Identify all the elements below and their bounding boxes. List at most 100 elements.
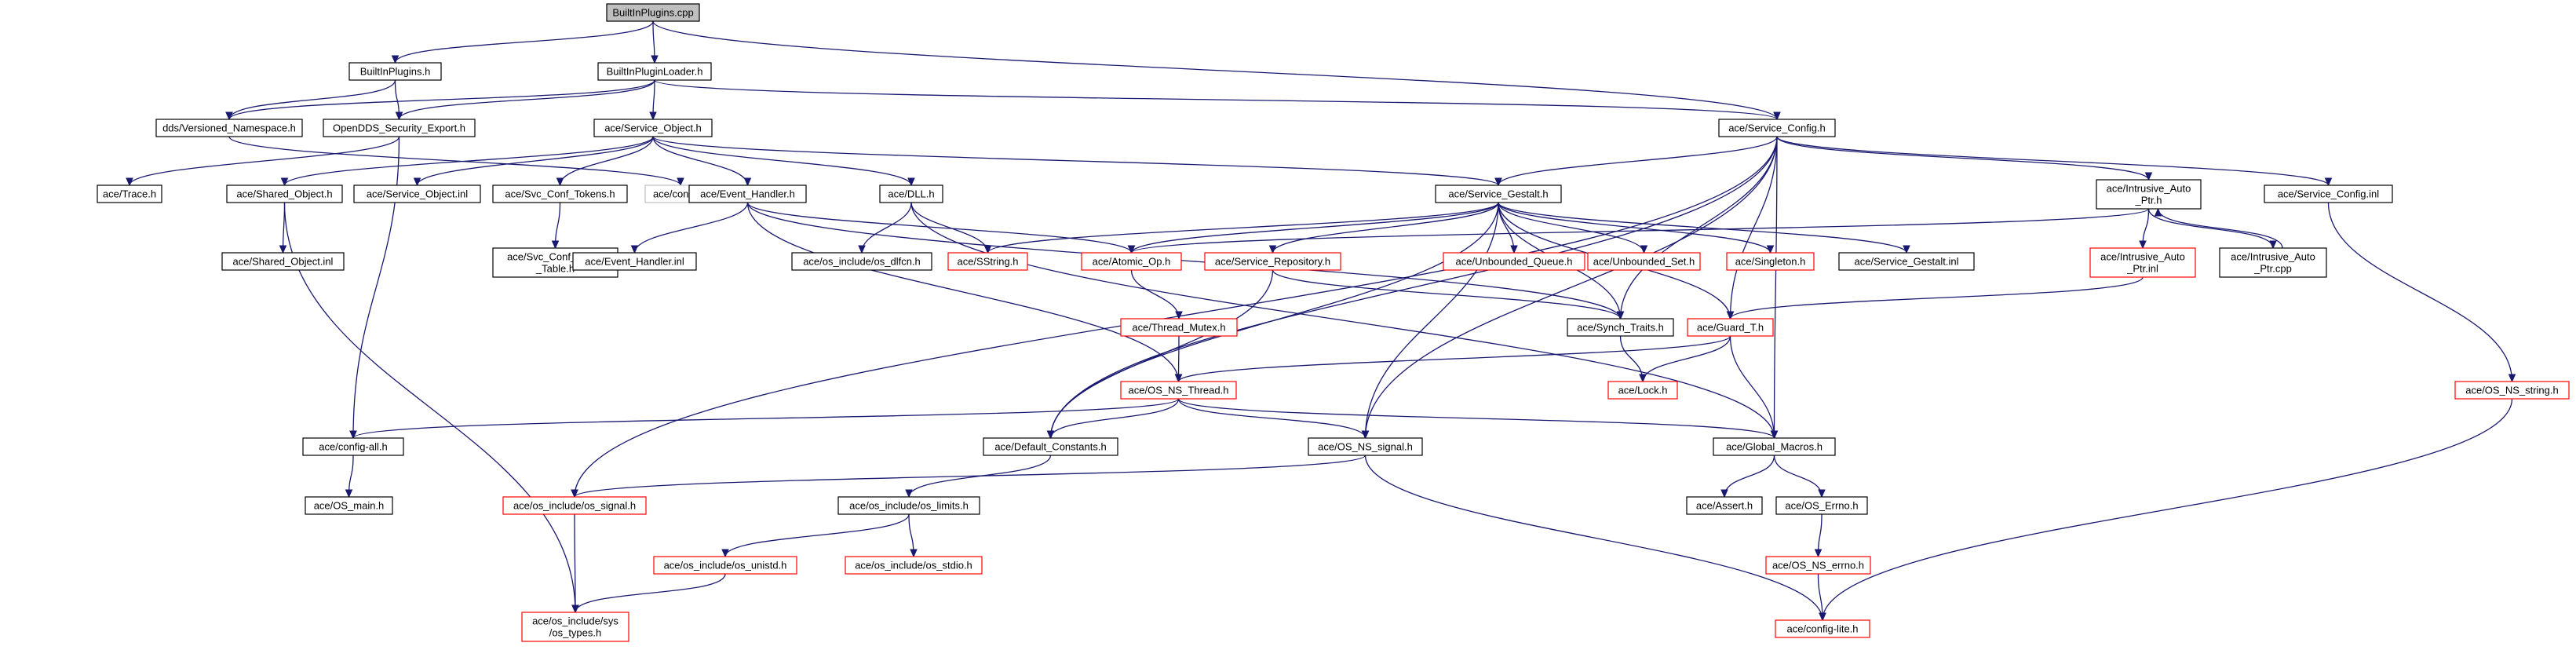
node-os-signal-h[interactable]: ace/os_include/os_signal.h [502, 496, 647, 515]
node-os-stdio-h[interactable]: ace/os_include/os_stdio.h [845, 556, 983, 575]
node-os-unistd-h[interactable]: ace/os_include/os_unistd.h [653, 556, 797, 575]
node-service-config-inl[interactable]: ace/Service_Config.inl [2264, 184, 2393, 203]
node-box [97, 184, 162, 203]
node-root: BuiltInPlugins.cpp [606, 3, 700, 22]
node-os-ns-string-h[interactable]: ace/OS_NS_string.h [2454, 381, 2570, 400]
node-guard-t-h[interactable]: ace/Guard_T.h [1687, 318, 1774, 337]
arrowhead [1268, 245, 1277, 254]
edge-service_config_h-to-os_ns_signal_h [1364, 136, 1778, 439]
edge-service_object_h-to-dll_h [652, 136, 912, 186]
edge-service_config_h-to-os_signal_h [574, 136, 1778, 498]
node-os-ns-errno-h[interactable]: ace/OS_NS_errno.h [1765, 556, 1871, 575]
node-unbounded-set-h[interactable]: ace/Unbounded_Set.h [1587, 252, 1701, 271]
node-os-errno-h[interactable]: ace/OS_Errno.h [1775, 496, 1868, 515]
node-service-object-inl[interactable]: ace/Service_Object.inl [353, 184, 481, 203]
arrowhead [1127, 245, 1136, 254]
node-builtinpluginloader-h[interactable]: BuiltInPluginLoader.h [597, 62, 712, 81]
node-builtinplugins-h[interactable]: BuiltInPlugins.h [348, 62, 442, 81]
node-box [1765, 556, 1871, 575]
node-box [597, 62, 712, 81]
node-intrusive-auto-ptr-h[interactable]: ace/Intrusive_Auto_Ptr.h [2096, 179, 2202, 210]
node-label: ace/Guard_T.h [1697, 322, 1764, 334]
node-os-ns-signal-h[interactable]: ace/OS_NS_signal.h [1308, 437, 1423, 456]
node-label-line: ace/Trace.h [103, 188, 156, 200]
node-lock-h[interactable]: ace/Lock.h [1607, 381, 1678, 400]
node-service-repository-h[interactable]: ace/Service_Repository.h [1204, 252, 1341, 271]
node-svc-conf-tokens-h[interactable]: ace/Svc_Conf_Tokens.h [492, 184, 628, 203]
node-trace-h[interactable]: ace/Trace.h [97, 184, 162, 203]
node-config-all-h[interactable]: ace/config-all.h [302, 437, 404, 456]
node-intrusive-auto-ptr-cpp[interactable]: ace/Intrusive_Auto_Ptr.cpp [2219, 247, 2327, 278]
node-label-line: ace/OS_NS_errno.h [1772, 560, 1864, 571]
edge-service_gestalt_h-to-os_ns_signal_h [1364, 202, 1499, 439]
node-opendds-security-export[interactable]: OpenDDS_Security_Export.h [323, 119, 476, 137]
node-label-line: ace/Assert.h [1696, 500, 1753, 512]
node-box [1775, 496, 1868, 515]
arrowhead [551, 240, 560, 250]
arrowhead [1640, 245, 1648, 254]
node-box [593, 119, 713, 137]
node-shared-object-inl[interactable]: ace/Shared_Object.inl [221, 252, 345, 271]
edge-service_object_h-to-svc_conf_tokens_h [559, 136, 654, 186]
node-box [1687, 318, 1774, 337]
node-thread-mutex-h[interactable]: ace/Thread_Mutex.h [1120, 318, 1238, 337]
edge-global_macros_h-to-os_errno_h [1773, 455, 1823, 498]
node-box [492, 184, 628, 203]
node-label: ace/Shared_Object.inl [233, 256, 334, 268]
node-event-handler-inl[interactable]: ace/Event_Handler.inl [572, 252, 697, 271]
node-unbounded-queue-h[interactable]: ace/Unbounded_Queue.h [1443, 252, 1585, 271]
node-versioned-ns[interactable]: dds/Versioned_Namespace.h [155, 119, 303, 137]
node-label: ace/Service_Gestalt.inl [1855, 256, 1959, 268]
node-label-line: /os_types.h [549, 627, 602, 639]
node-config-lite-h[interactable]: ace/config-lite.h [1775, 619, 1870, 638]
edge-service_gestalt_h-to-sstring_h [987, 202, 1499, 254]
arrowhead [349, 430, 357, 440]
node-shared-object-h[interactable]: ace/Shared_Object.h [226, 184, 343, 203]
node-label: ace/Service_Gestalt.h [1448, 188, 1548, 200]
edge-service_config_inl-to-os_ns_string_h [2327, 202, 2513, 382]
node-label: ace/os_include/os_signal.h [513, 500, 636, 512]
node-synch-traits-h[interactable]: ace/Synch_Traits.h [1567, 318, 1674, 337]
node-service-gestalt-inl[interactable]: ace/Service_Gestalt.inl [1838, 252, 1975, 271]
edge-service_gestalt_h-to-unbounded_set_h [1498, 202, 1645, 254]
edge-shared_object_h-to-os_types_h [283, 202, 576, 613]
node-service-config-h[interactable]: ace/Service_Config.h [1718, 119, 1836, 137]
node-assert-h[interactable]: ace/Assert.h [1686, 496, 1763, 515]
node-intrusive-auto-ptr-inl[interactable]: ace/Intrusive_Auto_Ptr.inl [2089, 247, 2196, 278]
node-label: ace/Intrusive_Auto_Ptr.inl [2100, 251, 2185, 275]
edge-event_handler_h-to-os_ns_thread_h [746, 202, 1180, 382]
node-label-line: ace/Service_Repository.h [1215, 256, 1330, 268]
node-box [2219, 247, 2327, 278]
node-dll-h[interactable]: ace/DLL.h [879, 184, 943, 203]
node-global-macros-h[interactable]: ace/Global_Macros.h [1713, 437, 1836, 456]
node-service-object-h[interactable]: ace/Service_Object.h [593, 119, 713, 137]
node-label-line: ace/os_include/os_signal.h [513, 500, 636, 512]
node-default-constants-h[interactable]: ace/Default_Constants.h [983, 437, 1118, 456]
node-singleton-h[interactable]: ace/Singleton.h [1726, 252, 1815, 271]
node-os-limits-h[interactable]: ace/os_include/os_limits.h [837, 496, 980, 515]
node-box [302, 437, 404, 456]
node-label: ace/Intrusive_Auto_Ptr.cpp [2231, 251, 2315, 275]
node-label-line: ace/Global_Macros.h [1726, 441, 1823, 453]
edge-os_ns_thread_h-to-default_constants_h [1049, 398, 1180, 439]
edge-global_macros_h-to-assert_h [1724, 455, 1775, 498]
edge-intrusive_auto_ptr_h-to-atomic_op_h [1130, 208, 2150, 254]
node-sstring-h[interactable]: ace/SString.h [947, 252, 1028, 271]
node-event-handler-h[interactable]: ace/Event_Handler.h [688, 184, 807, 203]
node-os-dlfcn-h[interactable]: ace/os_include/os_dlfcn.h [791, 252, 932, 271]
node-os-main-h[interactable]: ace/OS_main.h [305, 496, 393, 515]
node-label-line: ace/Atomic_Op.h [1093, 256, 1171, 268]
edge-service_config_h-to-service_gestalt_h [1498, 136, 1778, 186]
edge-os_ns_thread_h-to-config_all_h [352, 398, 1180, 439]
node-service-gestalt-h[interactable]: ace/Service_Gestalt.h [1435, 184, 1562, 203]
node-os-types-h[interactable]: ace/os_include/sys/os_types.h [521, 612, 629, 642]
node-label-line: ace/Event_Handler.h [700, 188, 795, 200]
edge-dll_h-to-global_macros_h [910, 202, 1775, 439]
node-os-ns-thread-h[interactable]: ace/OS_NS_Thread.h [1120, 381, 1237, 400]
node-box [1081, 252, 1182, 271]
edge-service_config_h-to-default_constants_h [1049, 136, 1778, 439]
arrowhead [1175, 311, 1183, 320]
node-label-line: ace/Shared_Object.inl [233, 256, 334, 268]
node-box [1120, 381, 1237, 400]
node-atomic-op-h[interactable]: ace/Atomic_Op.h [1081, 252, 1182, 271]
